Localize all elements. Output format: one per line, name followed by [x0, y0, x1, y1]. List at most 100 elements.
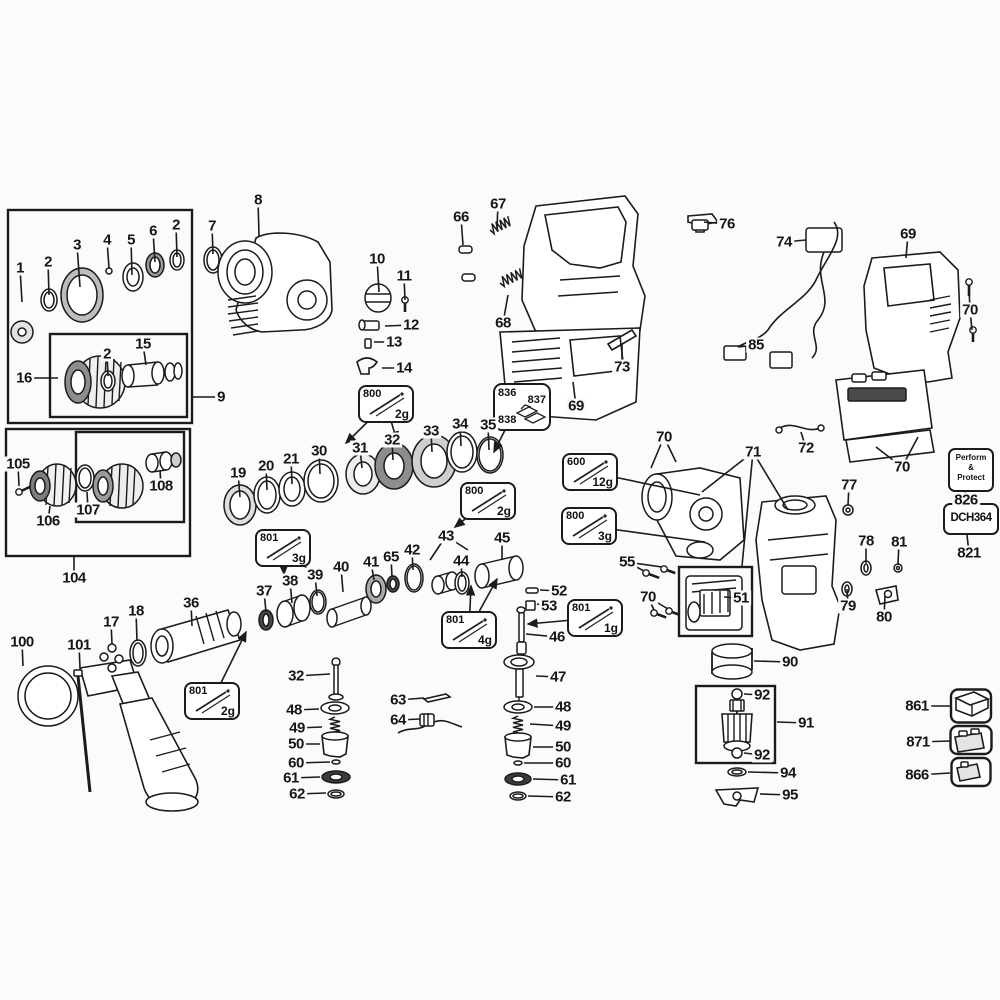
part-callout-72: 72 [796, 439, 816, 457]
grease-code: 801 [572, 602, 591, 614]
part-callout-30: 30 [309, 442, 329, 460]
part-callout-101: 101 [65, 636, 93, 654]
part-callout-73: 73 [612, 358, 632, 376]
part-callout-70: 70 [960, 301, 980, 319]
part-callout-65: 65 [381, 548, 401, 566]
part-callout-51: 51 [731, 589, 751, 607]
part-callout-2: 2 [42, 253, 54, 271]
part-callout-61: 61 [558, 771, 578, 789]
grease-tag-800-2g: 800 2g [358, 385, 414, 423]
perform-protect-line1: Perform [955, 453, 987, 462]
part-callout-48: 48 [284, 701, 304, 719]
grease-quantity: 12g [592, 475, 613, 489]
perform-protect-badge: Perform & Protect [948, 448, 994, 492]
part-callout-85: 85 [746, 336, 766, 354]
part-callout-34: 34 [450, 415, 470, 433]
grease-code: 801 [189, 685, 208, 697]
grease-code: 800 [363, 388, 382, 400]
part-callout-18: 18 [126, 602, 146, 620]
grease-tag-801-2g: 801 2g [184, 682, 240, 720]
part-callout-70: 70 [892, 458, 912, 476]
part-callout-77: 77 [839, 476, 859, 494]
part-callout-66: 66 [451, 208, 471, 226]
grease-tag-801-4g: 801 4g [441, 611, 497, 649]
grease-tube-icon [573, 460, 609, 485]
part-callout-52: 52 [549, 582, 569, 600]
part-callout-15: 15 [133, 335, 153, 353]
grease-tag-600-12g: 600 12g [562, 453, 618, 491]
parts-836-838-badge: 836 837 838 [493, 383, 551, 431]
grease-tube-icon [266, 536, 302, 561]
part-callout-39: 39 [305, 566, 325, 584]
part-callout-48: 48 [553, 698, 573, 716]
part-callout-13: 13 [384, 333, 404, 351]
part-callout-106: 106 [34, 512, 62, 530]
grease-quantity: 3g [291, 551, 306, 565]
part-callout-69: 69 [566, 397, 586, 415]
part-callout-14: 14 [394, 359, 414, 377]
grease-tag-800-2g: 800 2g [460, 482, 516, 520]
grease-quantity: 2g [394, 407, 409, 421]
grease-code: 800 [465, 485, 484, 497]
part-callout-32: 32 [286, 667, 306, 685]
part-callout-2: 2 [170, 216, 182, 234]
grease-tube-icon [471, 489, 507, 514]
part-callout-5: 5 [125, 231, 137, 249]
brush-parts-icon [515, 404, 547, 424]
part-callout-826: 826 [952, 491, 980, 509]
grease-code: 800 [566, 510, 585, 522]
part-callout-42: 42 [402, 541, 422, 559]
part-callout-36: 36 [181, 594, 201, 612]
part-callout-8: 8 [252, 191, 264, 209]
part-callout-100: 100 [8, 633, 36, 651]
grease-code: 600 [567, 456, 586, 468]
perform-protect-line3: Protect [957, 473, 985, 482]
part-callout-76: 76 [717, 215, 737, 233]
grease-code: 801 [446, 614, 465, 626]
part-callout-821: 821 [955, 544, 983, 562]
part-callout-55: 55 [617, 553, 637, 571]
grease-tube-icon [452, 618, 488, 643]
grease-quantity: 2g [496, 504, 511, 518]
part-callout-31: 31 [350, 439, 370, 457]
part-callout-33: 33 [421, 422, 441, 440]
part-callout-78: 78 [856, 532, 876, 550]
part-callout-871: 871 [904, 733, 932, 751]
part-callout-62: 62 [287, 785, 307, 803]
part-callout-104: 104 [60, 569, 88, 587]
part-callout-19: 19 [228, 464, 248, 482]
part-callout-50: 50 [553, 738, 573, 756]
part-callout-70: 70 [654, 428, 674, 446]
part-callout-21: 21 [281, 450, 301, 468]
part-837-label: 837 [527, 394, 546, 406]
part-callout-45: 45 [492, 529, 512, 547]
grease-code: 801 [260, 532, 279, 544]
part-callout-108: 108 [147, 477, 175, 495]
perform-protect-line2: & [968, 463, 974, 472]
part-callout-53: 53 [539, 597, 559, 615]
part-callout-71: 71 [743, 443, 763, 461]
part-callout-866: 866 [903, 766, 931, 784]
part-callout-16: 16 [14, 369, 34, 387]
grease-tube-icon [572, 514, 608, 539]
part-callout-64: 64 [388, 711, 408, 729]
part-callout-70: 70 [638, 588, 658, 606]
part-callout-43: 43 [436, 527, 456, 545]
part-callout-94: 94 [778, 764, 798, 782]
part-callout-17: 17 [101, 613, 121, 631]
part-callout-90: 90 [780, 653, 800, 671]
grease-quantity: 2g [220, 704, 235, 718]
part-callout-37: 37 [254, 582, 274, 600]
grease-tube-icon [369, 392, 405, 417]
part-callout-50: 50 [286, 735, 306, 753]
part-callout-20: 20 [256, 457, 276, 475]
part-callout-63: 63 [388, 691, 408, 709]
grease-quantity: 4g [477, 633, 492, 647]
part-callout-80: 80 [874, 608, 894, 626]
part-callout-69: 69 [898, 225, 918, 243]
part-836-label: 836 [498, 387, 517, 399]
